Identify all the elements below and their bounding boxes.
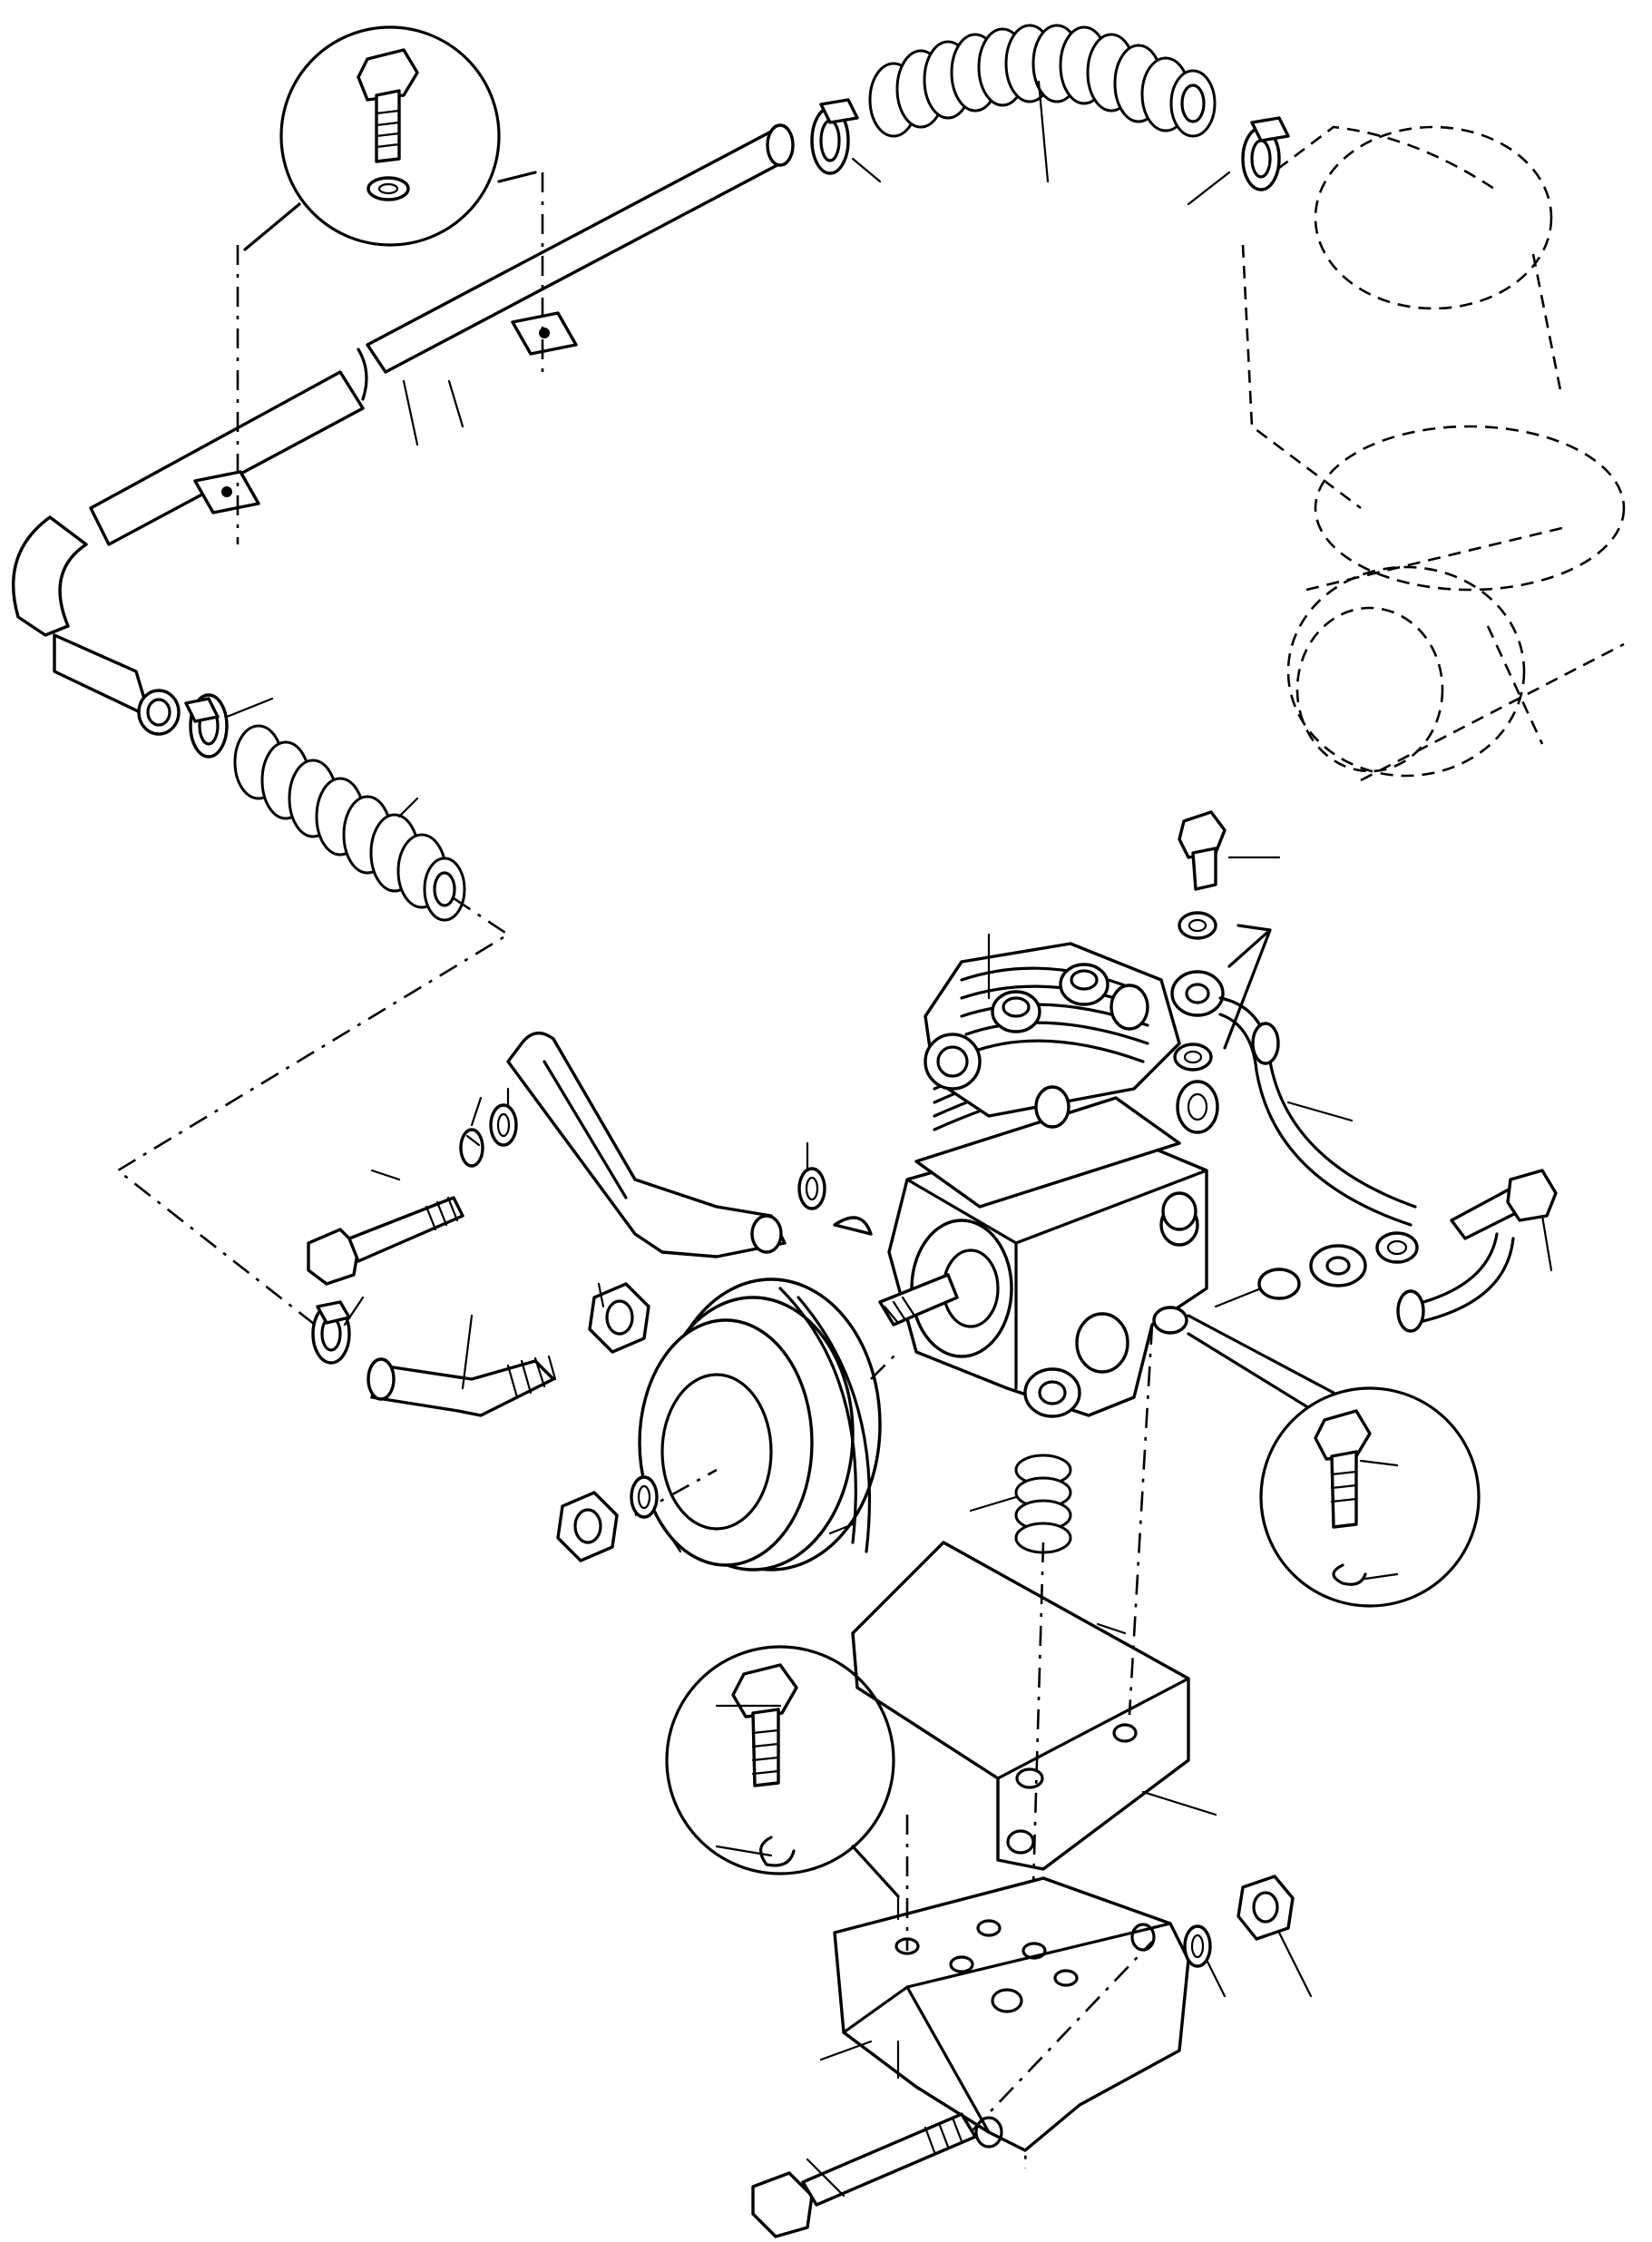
washer-base-side <box>1183 1924 1212 1968</box>
pipe-clamp-right <box>511 311 578 356</box>
hose-clamp-lower <box>184 693 229 759</box>
drive-pulley <box>638 1278 882 1571</box>
washer-bracket-1 <box>489 1103 518 1147</box>
lock-washer-bracket <box>459 1128 484 1168</box>
washer-compressor-side <box>797 1167 826 1210</box>
washer-callout-lines <box>1223 924 1272 1050</box>
banjo-union <box>1176 1080 1219 1134</box>
hose-clamp-upper-2 <box>1241 116 1290 191</box>
banjo-fitting <box>1170 970 1225 1017</box>
adjusting-bracket <box>506 1031 787 1258</box>
banjo-washer-2 <box>1173 1043 1213 1072</box>
mounting-spacer-block <box>851 1541 1190 1871</box>
banjo-bolt-top <box>1178 810 1227 891</box>
leader-lines <box>225 80 1553 2198</box>
air-line-hose <box>1218 996 1515 1333</box>
intake-pipe-upper <box>11 123 795 736</box>
damper-spring <box>1014 1454 1072 1554</box>
hex-nut-shaft <box>556 1491 619 1562</box>
base-mounting-bracket <box>833 1876 1190 2152</box>
hex-nut-base <box>1237 1875 1295 1941</box>
routing-line-hose <box>115 896 511 1336</box>
air-compressor <box>833 942 1208 1418</box>
pipe-clamp-left <box>193 470 260 514</box>
banjo-washer-1 <box>1178 911 1217 940</box>
corrugated-hose-upper <box>868 24 1217 138</box>
hose-clamp-elbow <box>311 1300 351 1365</box>
hose-clamp-upper-1 <box>810 98 859 175</box>
bolt-detail-callout-right <box>1187 1314 1481 1608</box>
bolt-detail-callout-left <box>665 1645 900 1898</box>
washer-shaft <box>630 1475 659 1519</box>
bolt-detail-callout-top <box>243 25 537 251</box>
air-filter-phantom <box>1241 125 1626 782</box>
centerline-side-bolt <box>970 1941 1153 2133</box>
elbow-pipe-lower <box>367 1355 557 1417</box>
fitting-outlet-stack <box>1257 1169 1558 1300</box>
hex-nut-pulley <box>588 1282 650 1354</box>
long-bolt-bracket <box>307 1196 464 1286</box>
long-bolt-base <box>751 2112 977 2238</box>
corrugated-hose-lower <box>233 724 466 922</box>
